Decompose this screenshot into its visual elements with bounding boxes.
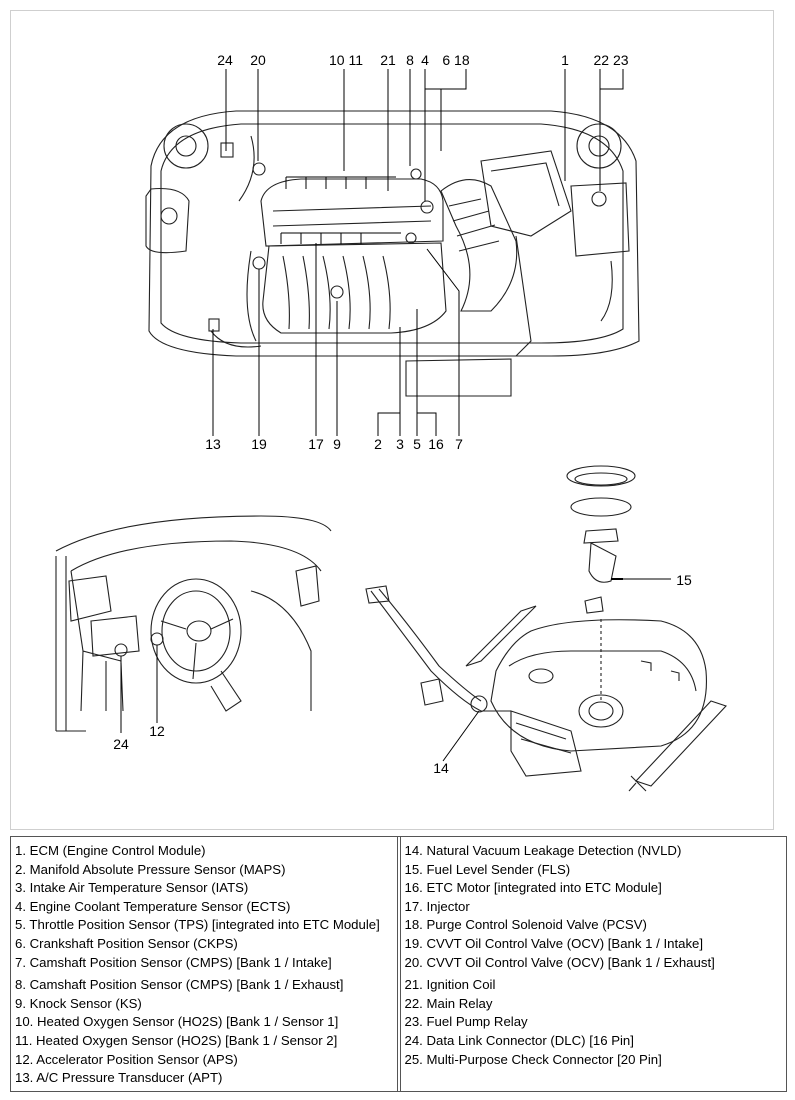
callout-5: 5	[413, 436, 421, 452]
legend-column-left: 1. ECM (Engine Control Module) 2. Manifo…	[11, 837, 398, 1091]
legend-item-11: 11. Heated Oxygen Sensor (HO2S) [Bank 1 …	[15, 1032, 338, 1048]
legend-item-19: 19. CVVT Oil Control Valve (OCV) [Bank 1…	[404, 935, 704, 951]
callout-17: 17	[308, 436, 324, 452]
legend-item-18: 18. Purge Control Solenoid Valve (PCSV)	[404, 917, 647, 933]
component-legend-table: 1. ECM (Engine Control Module) 2. Manifo…	[10, 836, 787, 1092]
legend-item-9: 9. Knock Sensor (KS)	[15, 995, 142, 1011]
callout-2: 2	[374, 436, 382, 452]
legend-item-4: 4. Engine Coolant Temperature Sensor (EC…	[15, 898, 291, 914]
callout-6-18: 6 18	[442, 52, 470, 68]
fuel-tank-leader-lines	[442, 578, 671, 762]
legend-item-2: 2. Manifold Absolute Pressure Sensor (MA…	[15, 861, 286, 877]
diagram-drawing	[55, 69, 727, 792]
legend-item-25: 25. Multi-Purpose Check Connector [20 Pi…	[404, 1051, 662, 1067]
callout-24-dlc: 24	[217, 52, 233, 68]
legend-column-right: 14. Natural Vacuum Leakage Detection (NV…	[399, 837, 787, 1091]
dashboard-drawing	[55, 515, 332, 732]
engine-leader-lines	[212, 69, 624, 436]
component-location-diagram: 24 20 10 11 21 8 4 6 18 1 22 23 13 19 17…	[10, 10, 774, 830]
legend-item-16: 16. ETC Motor [integrated into ETC Modul…	[404, 880, 662, 896]
callout-3: 3	[396, 436, 404, 452]
legend-item-24: 24. Data Link Connector (DLC) [16 Pin]	[404, 1032, 634, 1048]
dashboard-leader-lines	[120, 645, 158, 733]
legend-item-3: 3. Intake Air Temperature Sensor (IATS)	[15, 880, 249, 896]
legend-item-15: 15. Fuel Level Sender (FLS)	[404, 861, 571, 877]
legend-item-20: 20. CVVT Oil Control Valve (OCV) [Bank 1…	[404, 954, 715, 970]
callout-4: 4	[421, 52, 429, 68]
engine-bay-drawing	[145, 110, 640, 397]
callout-14: 14	[433, 760, 449, 776]
callout-12: 12	[149, 723, 165, 739]
callout-22-23: 22 23	[593, 52, 629, 68]
fuel-tank-drawing	[365, 465, 727, 792]
legend-item-10: 10. Heated Oxygen Sensor (HO2S) [Bank 1 …	[15, 1014, 339, 1030]
callout-10-11: 10 11	[329, 52, 363, 68]
callout-13: 13	[205, 436, 221, 452]
callout-7: 7	[455, 436, 463, 452]
legend-item-12: 12. Accelerator Position Sensor (APS)	[15, 1051, 238, 1067]
callout-21: 21	[380, 52, 396, 68]
legend-item-5: 5. Throttle Position Sensor (TPS) [integ…	[15, 917, 380, 933]
callout-1: 1	[561, 52, 569, 68]
legend-item-21: 21. Ignition Coil	[404, 977, 496, 993]
legend-item-13: 13. A/C Pressure Transducer (APT)	[15, 1070, 223, 1086]
callout-24-dashboard: 24	[113, 736, 129, 752]
legend-item-7: 7. Camshaft Position Sensor (CMPS) [Bank…	[15, 954, 332, 970]
legend-item-17: 17. Injector	[404, 898, 470, 914]
legend-item-8: 8. Camshaft Position Sensor (CMPS) [Bank…	[15, 977, 344, 993]
legend-item-22: 22. Main Relay	[404, 995, 493, 1011]
legend-item-6: 6. Crankshaft Position Sensor (CKPS)	[15, 935, 238, 951]
legend-item-14: 14. Natural Vacuum Leakage Detection (NV…	[404, 843, 682, 858]
callout-15: 15	[676, 572, 692, 588]
callout-16: 16	[428, 436, 444, 452]
callout-19: 19	[251, 436, 267, 452]
legend-item-23: 23. Fuel Pump Relay	[404, 1014, 528, 1030]
callout-9: 9	[333, 436, 341, 452]
callout-8: 8	[406, 52, 414, 68]
legend-item-1: 1. ECM (Engine Control Module)	[15, 843, 206, 858]
callout-20: 20	[250, 52, 266, 68]
